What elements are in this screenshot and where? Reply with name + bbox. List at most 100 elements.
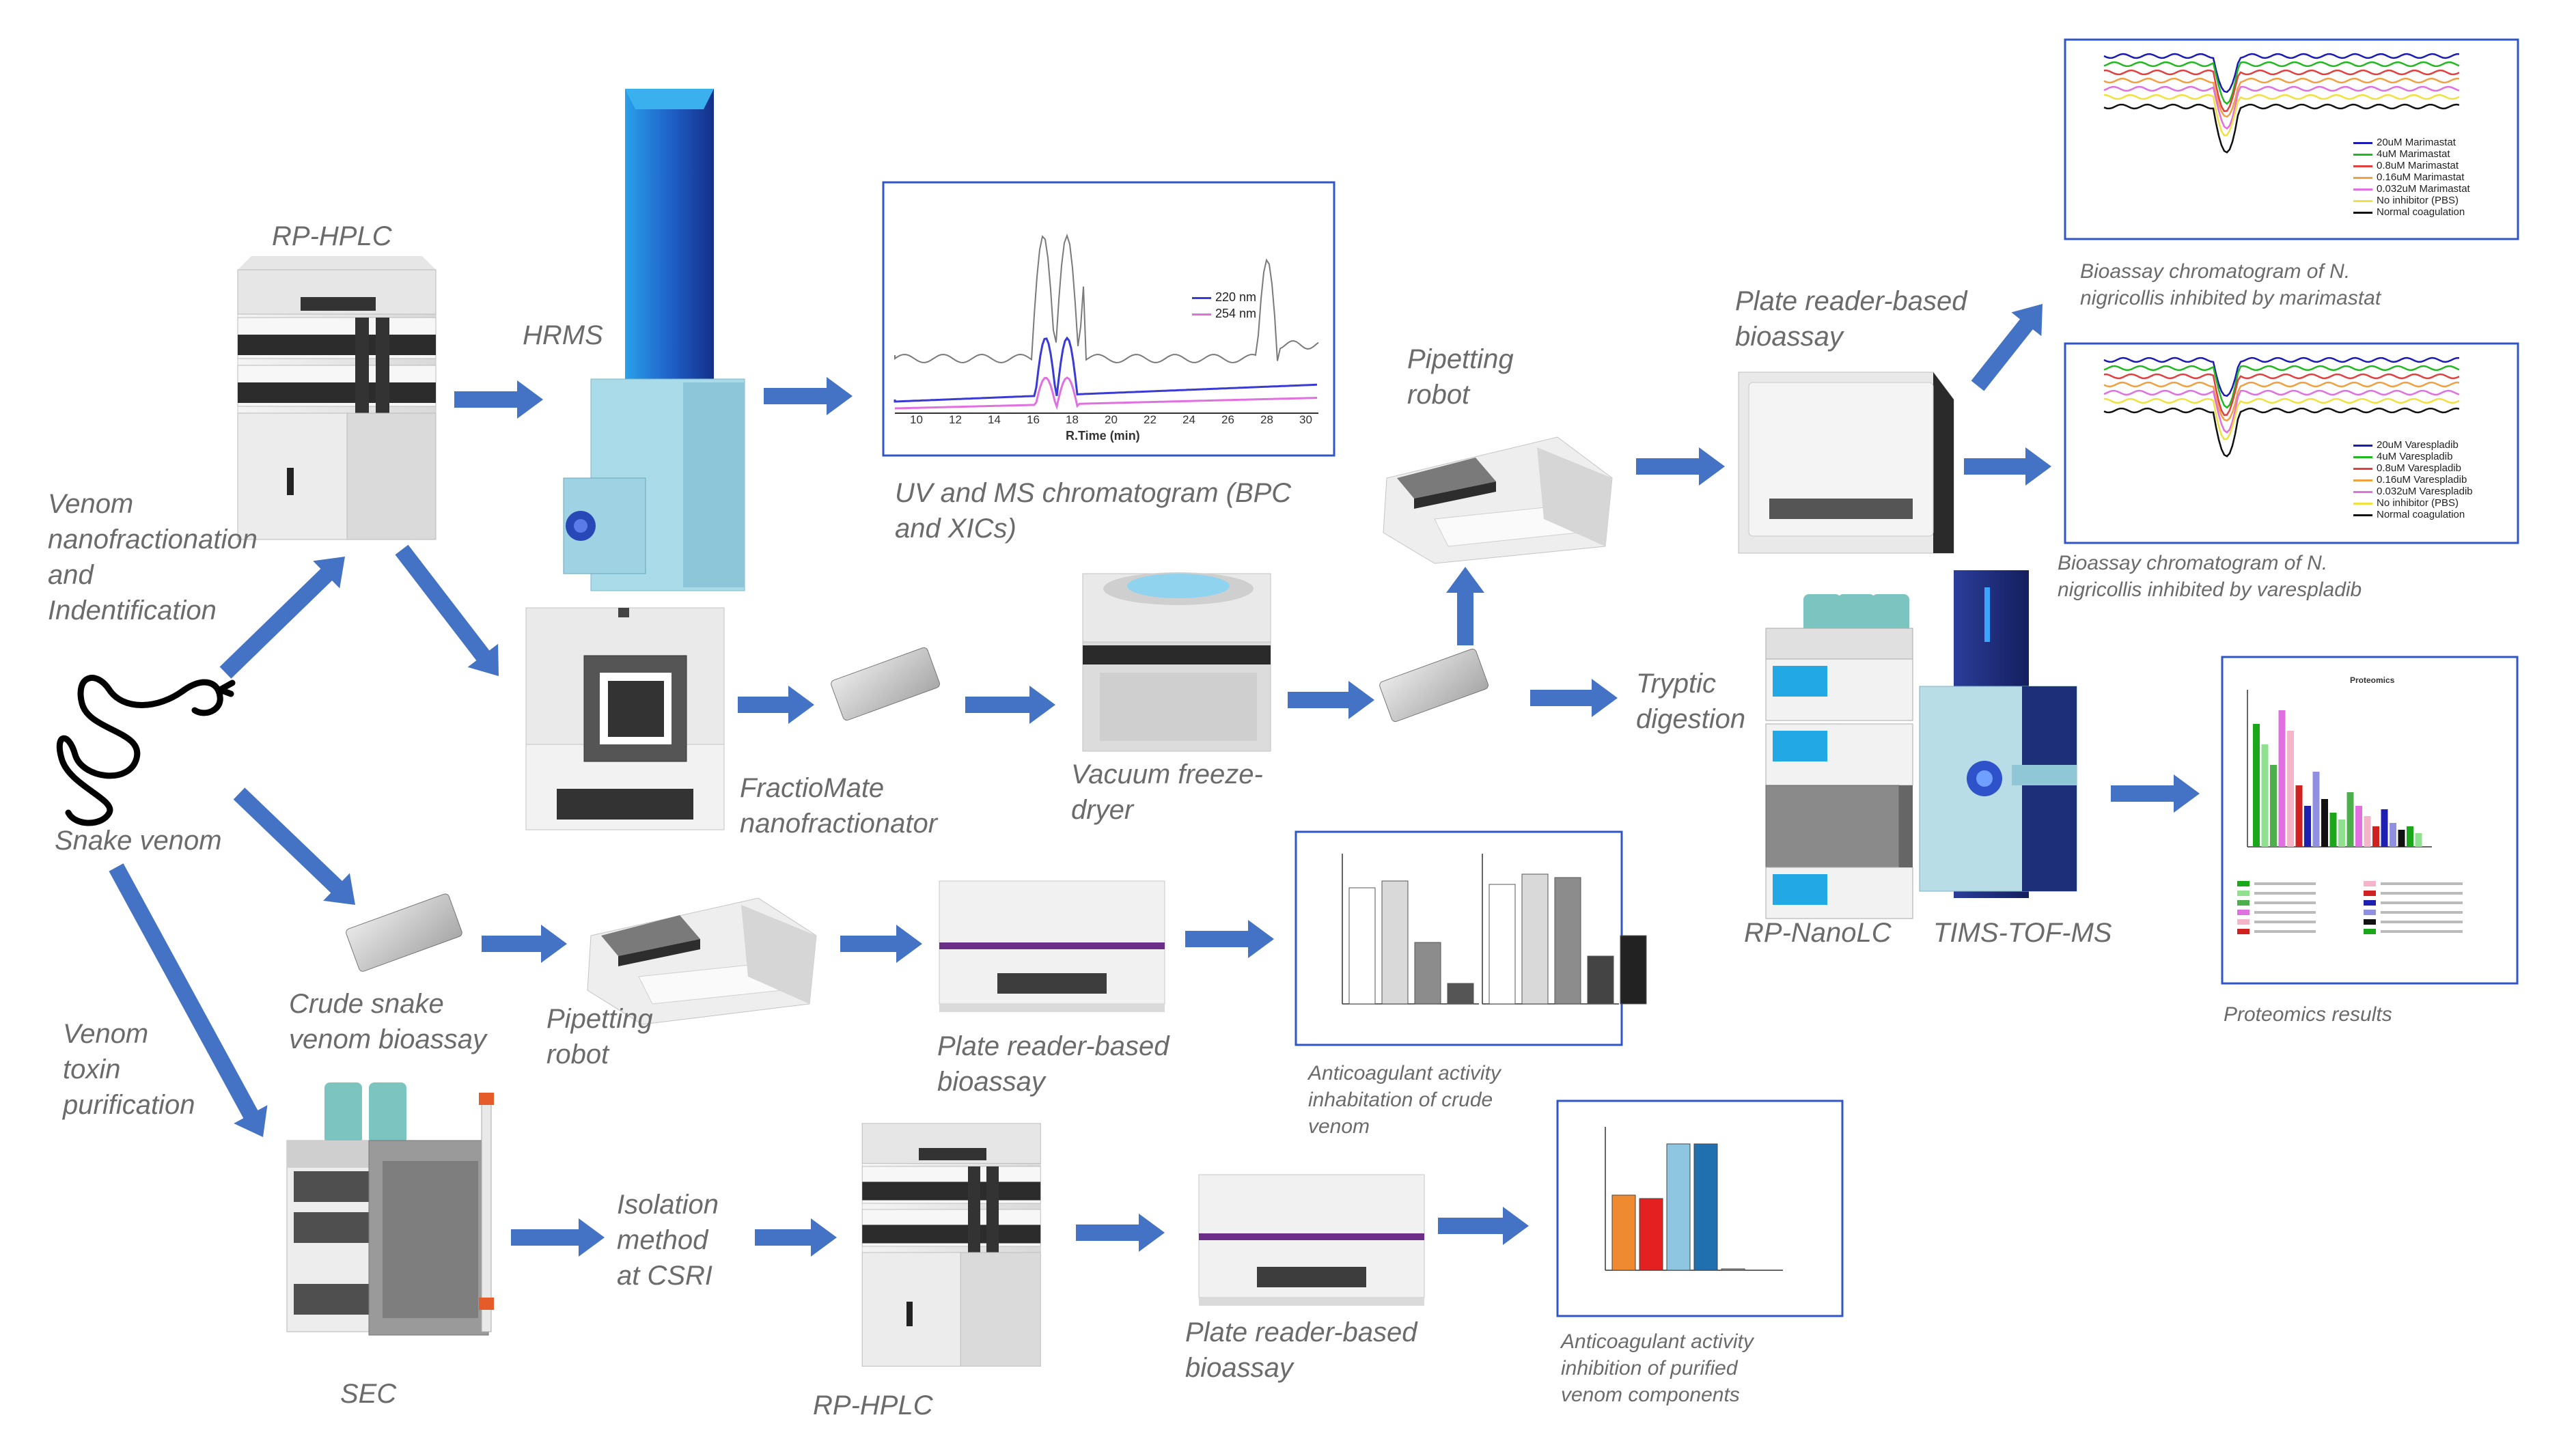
label-vacuum-freeze-dryer: Vacuum freeze- dryer <box>1071 759 1263 825</box>
label-plate-reader-top: Plate reader-based bioassay <box>1735 286 1967 352</box>
varespladib-legend-item: No inhibitor (PBS) <box>2353 497 2473 509</box>
flow-arrow <box>482 925 567 963</box>
varespladib-legend-item: 0.032uM Varespladib <box>2353 486 2473 497</box>
proteomics-bar <box>2347 792 2354 847</box>
label-bioassay-marimastat: Bioassay chromatogram of N. nigricollis … <box>2080 260 2381 309</box>
flow-arrow <box>965 686 1055 724</box>
proteomics-legend-swatch <box>2237 881 2249 886</box>
chromatogram-trace-grey <box>894 233 1319 364</box>
plate-reader-top <box>1738 372 1954 554</box>
crude-bar-charts <box>1342 854 1647 1005</box>
crude-bar <box>1620 935 1647 1005</box>
varespladib-legend-item: 0.8uM Varespladib <box>2353 462 2473 474</box>
marimastat-traces <box>2103 53 2460 154</box>
marimastat-legend-item: 0.16uM Marimastat <box>2353 171 2470 183</box>
label-hrms: HRMS <box>523 320 603 350</box>
proteomics-legend-text <box>2254 882 2316 885</box>
bioassay-trace <box>2103 381 2460 422</box>
marimastat-legend-item: No inhibitor (PBS) <box>2353 195 2470 206</box>
purified-bar <box>1693 1143 1718 1271</box>
proteomics-legend-swatch <box>2364 910 2376 915</box>
proteomics-legend-text <box>2254 901 2316 904</box>
anticoagulant-crude-panel <box>1295 830 1647 1046</box>
varespladib-traces <box>2103 356 2460 458</box>
proteomics-bar <box>2312 772 2320 847</box>
chromatogram-tick-label: 26 <box>1221 413 1234 426</box>
proteomics-bar <box>2287 731 2294 847</box>
proteomics-bar <box>2261 744 2269 847</box>
flow-arrow <box>2111 774 2200 813</box>
label-fractiomate: FractioMate nanofractionator <box>740 773 938 839</box>
varespladib-legend-item: Normal coagulation <box>2353 509 2473 520</box>
flow-arrow <box>395 544 499 676</box>
proteomics-legend-swatch <box>2237 910 2249 915</box>
crude-bar <box>1447 983 1474 1005</box>
label-isolation-method: Isolation method at CSRI <box>617 1190 719 1291</box>
proteomics-bar <box>2321 799 2328 847</box>
proteomics-bar <box>2295 785 2303 847</box>
marimastat-legend-item: 20uM Marimastat <box>2353 137 2470 148</box>
proteomics-panel <box>2221 656 2519 985</box>
label-crude-snake-venom-bioassay: Crude snake venom bioassay <box>289 989 487 1054</box>
bioassay-trace <box>2103 53 2460 94</box>
label-proteomics-results: Proteomics results <box>2224 1003 2392 1026</box>
bioassay-varespladib-panel <box>2064 342 2519 544</box>
proteomics-bar <box>2415 833 2422 847</box>
flow-arrow <box>1288 681 1374 719</box>
proteomics-legend-text <box>2381 882 2463 885</box>
rp-hplc-bottom-instrument <box>861 1123 1041 1367</box>
label-rp-hplc-top: RP-HPLC <box>272 221 392 251</box>
proteomics-legend-swatch <box>2364 919 2376 925</box>
fractiomate-instrument <box>525 607 725 830</box>
label-tims-tof-ms: TIMS-TOF-MS <box>1933 918 2112 948</box>
rp-nanolc-instrument <box>1765 594 1913 919</box>
label-rp-hplc-bottom: RP-HPLC <box>813 1390 933 1420</box>
chromatogram-tick-label: 30 <box>1299 413 1312 426</box>
anticoagulant-purified-panel <box>1556 1100 1844 1317</box>
crude-bar <box>1521 873 1549 1005</box>
chromatogram-tick-label: 12 <box>949 413 962 426</box>
chromatogram-tick-label: 10 <box>910 413 923 426</box>
crude-bar <box>1587 955 1614 1005</box>
flow-arrow <box>1971 304 2043 391</box>
label-plate-reader-mid: Plate reader-based bioassay <box>937 1031 1169 1097</box>
marimastat-legend-item: 0.032uM Marimastat <box>2353 183 2470 195</box>
bioassay-trace <box>2103 85 2460 130</box>
flow-arrow <box>1185 920 1274 958</box>
label-venom-toxin-purification: Venom toxin purification <box>63 1019 195 1120</box>
chromatogram-legend-220: 220 nm <box>1192 289 1256 305</box>
bioassay-trace <box>2103 356 2460 397</box>
proteomics-bar <box>2364 816 2371 847</box>
chromatogram-tick-label: 18 <box>1066 413 1079 426</box>
flow-arrows <box>109 304 2200 1257</box>
flow-arrow <box>840 925 922 963</box>
snake-icon <box>56 675 236 826</box>
flow-arrow <box>109 863 268 1137</box>
proteomics-legend-swatch <box>2237 900 2249 906</box>
label-rp-nanolc: RP-NanoLC <box>1744 918 1892 948</box>
bioassay-trace <box>2103 373 2460 417</box>
bioassay-trace <box>2103 103 2460 154</box>
bioassay-trace <box>2103 94 2460 137</box>
label-snake-venom: Snake venom <box>55 826 222 856</box>
flow-arrow <box>755 1218 837 1257</box>
crude-bar <box>1554 877 1581 1005</box>
chromatogram-tick-label: 16 <box>1027 413 1040 426</box>
chromatogram-plot <box>894 233 1319 414</box>
proteomics-bar <box>2407 826 2413 847</box>
bioassay-trace <box>2103 365 2460 409</box>
label-pipetting-robot-mid: Pipetting robot <box>546 1004 653 1069</box>
label-pipetting-robot-top: Pipetting robot <box>1407 344 1514 410</box>
chromatogram-tick-label: 14 <box>988 413 1001 426</box>
proteomics-legend-text <box>2254 892 2316 895</box>
proteomics-legend-swatch <box>2237 919 2249 925</box>
chromatogram-trace-254nm <box>894 376 1318 410</box>
proteomics-bar <box>2355 806 2362 847</box>
bioassay-trace <box>2103 77 2460 118</box>
proteomics-bar <box>2278 710 2286 847</box>
label-plate-reader-bottom: Plate reader-based bioassay <box>1185 1317 1417 1383</box>
label-venom-nanofractionation: Venom nanofractionation and Indentificat… <box>48 489 258 626</box>
chromatogram-tick-label: 20 <box>1105 413 1118 426</box>
label-bioassay-varespladib: Bioassay chromatogram of N. nigricollis … <box>2058 552 2362 601</box>
